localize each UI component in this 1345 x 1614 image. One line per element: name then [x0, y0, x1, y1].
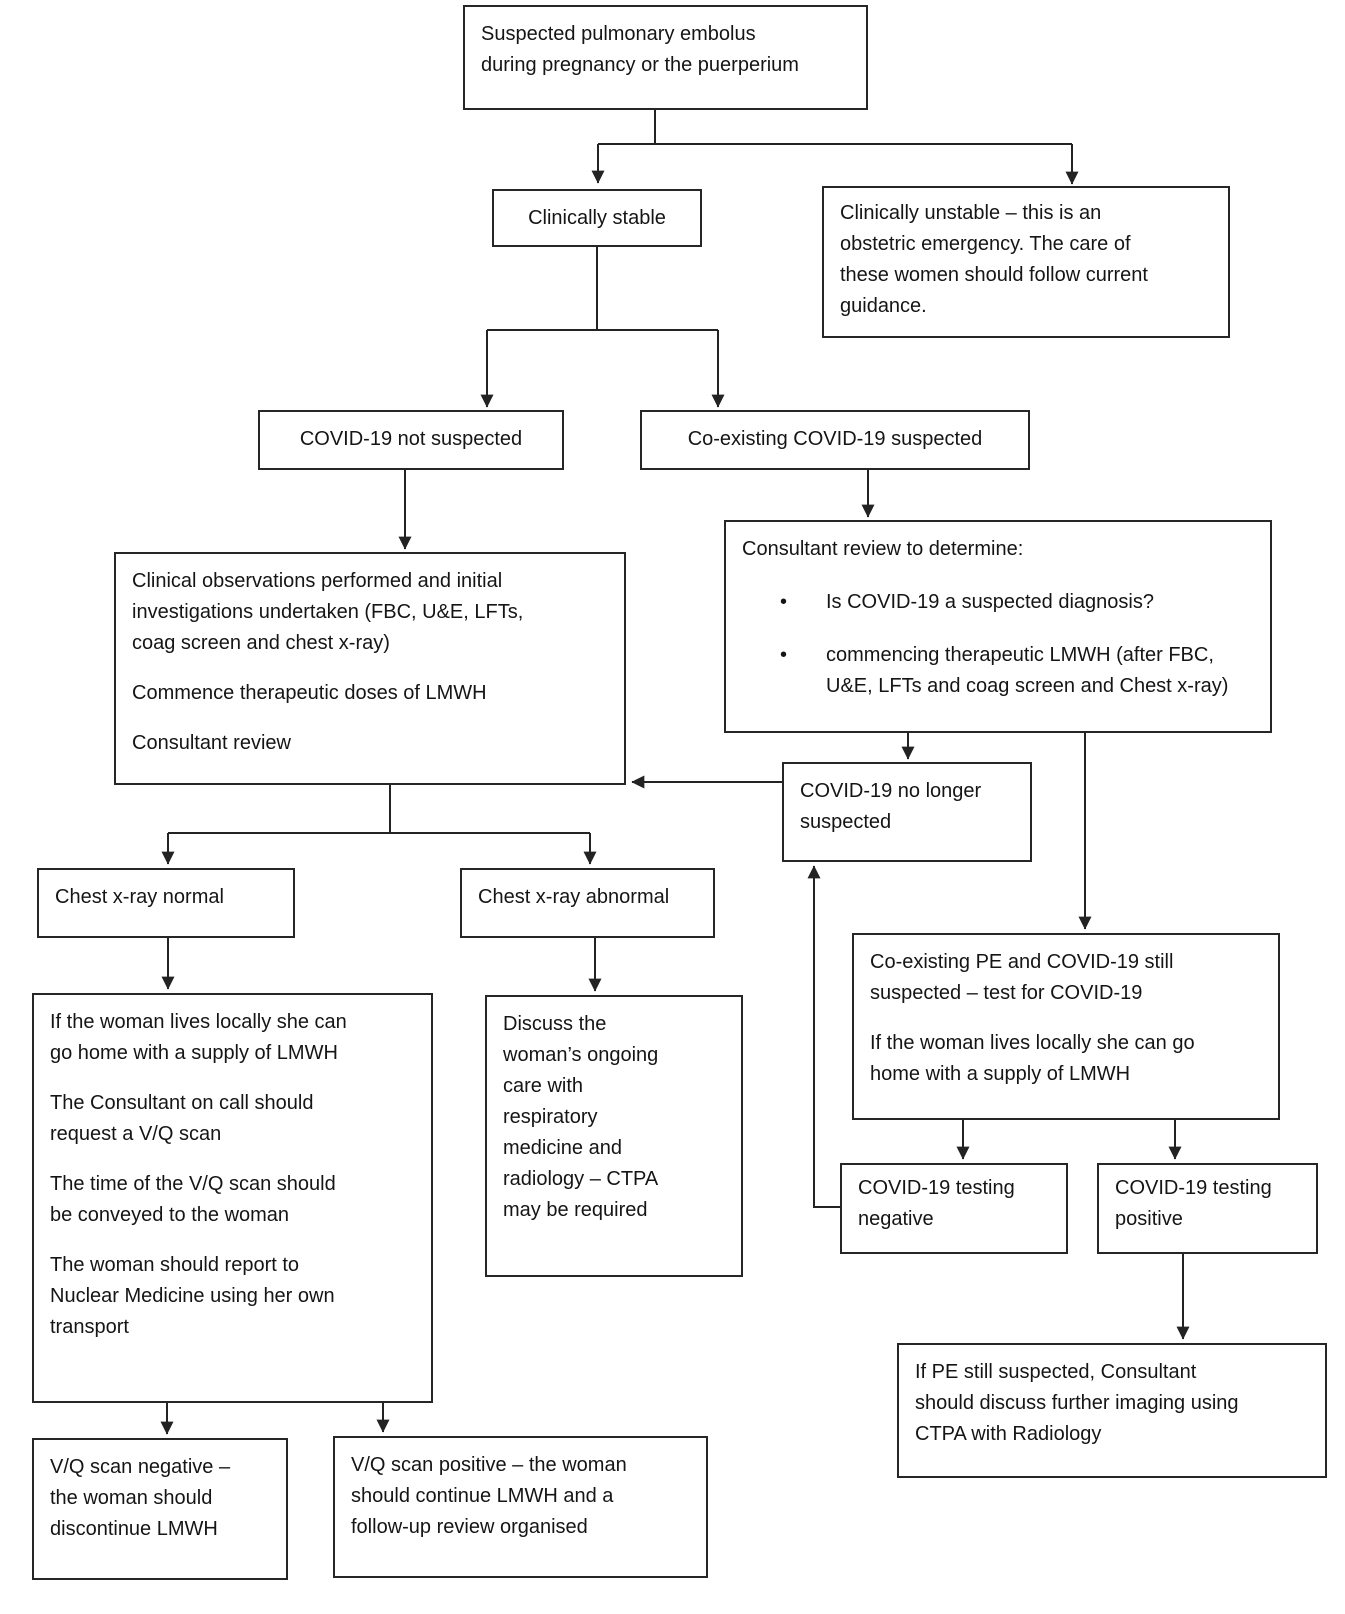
node-consultant-review: Consultant review to determine: Is COVID…	[724, 520, 1272, 733]
clinical-observations-p3: Consultant review	[132, 732, 291, 754]
coexisting-pe-p2: If the woman lives locally she can go ho…	[870, 1032, 1195, 1085]
node-clinically-unstable: Clinically unstable – this is an obstetr…	[822, 186, 1230, 338]
coexisting-pe-p1: Co-existing PE and COVID-19 still suspec…	[870, 951, 1174, 1004]
consultant-review-title: Consultant review to determine:	[742, 538, 1024, 560]
connector-test-negative-feedback	[807, 865, 840, 1208]
node-covid-not-suspected: COVID-19 not suspected	[258, 410, 564, 470]
node-discuss-respiratory: Discuss the woman’s ongoing care with re…	[485, 995, 743, 1277]
node-cxr-abnormal: Chest x-ray abnormal	[460, 868, 715, 938]
clinical-observations-p2: Commence therapeutic doses of LMWH	[132, 682, 487, 704]
consultant-review-bullet-2: commencing therapeutic LMWH (after FBC, …	[780, 640, 1254, 702]
vq-pathway-p3: The time of the V/Q scan should be conve…	[50, 1173, 336, 1226]
node-coexisting-pe: Co-existing PE and COVID-19 still suspec…	[852, 933, 1280, 1120]
vq-pathway-p2: The Consultant on call should request a …	[50, 1092, 314, 1145]
node-vq-positive: V/Q scan positive – the woman should con…	[333, 1436, 708, 1578]
node-test-positive: COVID-19 testing positive	[1097, 1163, 1318, 1254]
vq-pathway-p4: The woman should report to Nuclear Medic…	[50, 1254, 335, 1338]
node-covid-co-suspected: Co-existing COVID-19 suspected	[640, 410, 1030, 470]
node-start: Suspected pulmonary embolus during pregn…	[463, 5, 868, 110]
node-covid-no-longer-suspected: COVID-19 no longer suspected	[782, 762, 1032, 862]
node-if-pe-suspected: If PE still suspected, Consultant should…	[897, 1343, 1327, 1478]
node-test-negative: COVID-19 testing negative	[840, 1163, 1068, 1254]
node-clinical-observations: Clinical observations performed and init…	[114, 552, 626, 785]
bullet-icon	[780, 587, 826, 618]
node-cxr-normal: Chest x-ray normal	[37, 868, 295, 938]
node-vq-pathway: If the woman lives locally she can go ho…	[32, 993, 433, 1403]
node-vq-negative: V/Q scan negative – the woman should dis…	[32, 1438, 288, 1580]
clinical-observations-p1: Clinical observations performed and init…	[132, 570, 524, 654]
bullet-icon	[780, 640, 826, 702]
vq-pathway-p1: If the woman lives locally she can go ho…	[50, 1011, 347, 1064]
consultant-review-bullet-1: Is COVID-19 a suspected diagnosis?	[780, 587, 1254, 618]
node-clinically-stable: Clinically stable	[492, 189, 702, 247]
